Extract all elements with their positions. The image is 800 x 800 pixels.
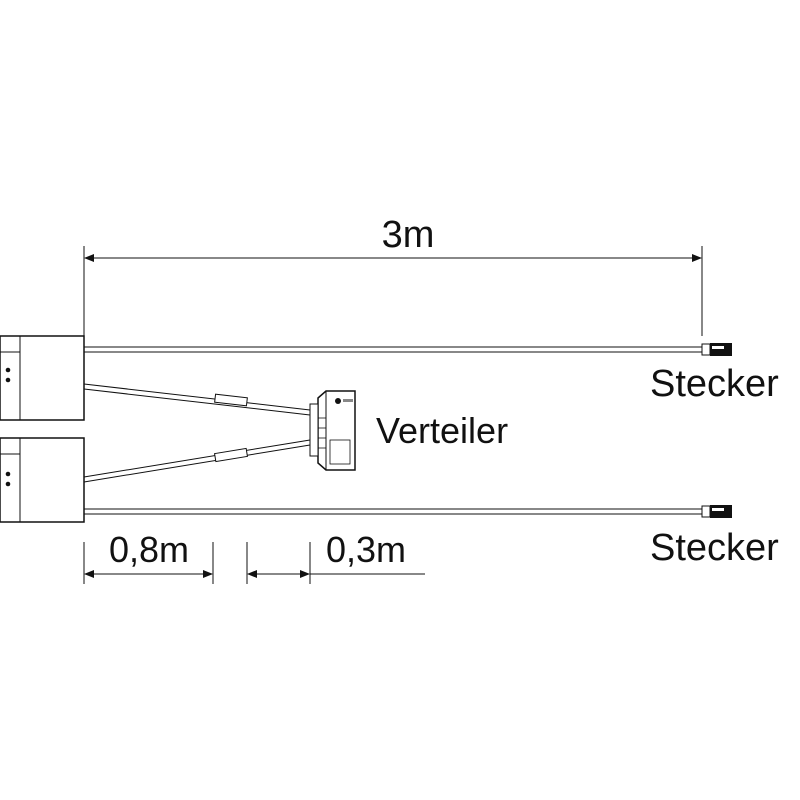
plug-bottom [701, 505, 732, 518]
distributor-block [309, 390, 356, 471]
driver-box-top [0, 335, 85, 421]
dim-label-total: 3m [382, 214, 435, 256]
dim-label-segment-two: 0,3m [326, 529, 406, 570]
dimension-total: 3m [83, 214, 703, 336]
brand-logo-icon [335, 398, 341, 404]
driver-box-bottom [0, 437, 85, 523]
plug-top [701, 343, 732, 356]
led-dot-icon [5, 377, 11, 383]
dimension-segment-one: 0,8m [83, 529, 214, 584]
plug-label-top: Stecker [650, 363, 779, 405]
led-dot-icon [5, 367, 11, 373]
cable-top-long [84, 346, 702, 353]
dim-label-segment-one: 0,8m [109, 529, 189, 570]
led-dot-icon [5, 481, 11, 487]
distributor-label: Verteiler [376, 410, 508, 451]
brand-text-mark [343, 399, 353, 402]
cable-bottom-to-distributor [83, 439, 311, 483]
plug-label-bottom: Stecker [650, 527, 779, 569]
cable-top-to-distributor [83, 383, 311, 416]
led-dot-icon [5, 471, 11, 477]
cable-bottom-long [84, 508, 702, 515]
dimension-segment-two: 0,3m [246, 529, 425, 584]
